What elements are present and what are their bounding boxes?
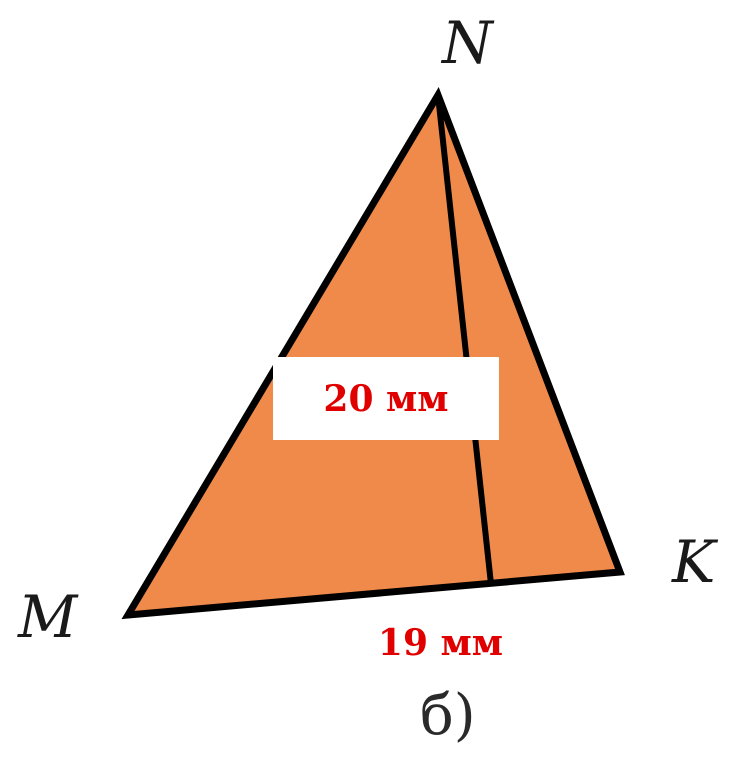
- triangle-mnk: [121, 87, 625, 620]
- vertex-label-m: M: [18, 583, 78, 651]
- height-measurement-label: 20 мм: [273, 357, 499, 440]
- vertex-label-k: K: [672, 528, 716, 596]
- base-measurement-text: 19 мм: [377, 622, 504, 664]
- height-measurement-text: 20 мм: [323, 377, 449, 420]
- figure-caption: б): [420, 683, 476, 748]
- vertex-label-n: N: [442, 9, 493, 77]
- base-measurement-label: 19 мм: [333, 603, 548, 683]
- height-segment: [435, 94, 494, 585]
